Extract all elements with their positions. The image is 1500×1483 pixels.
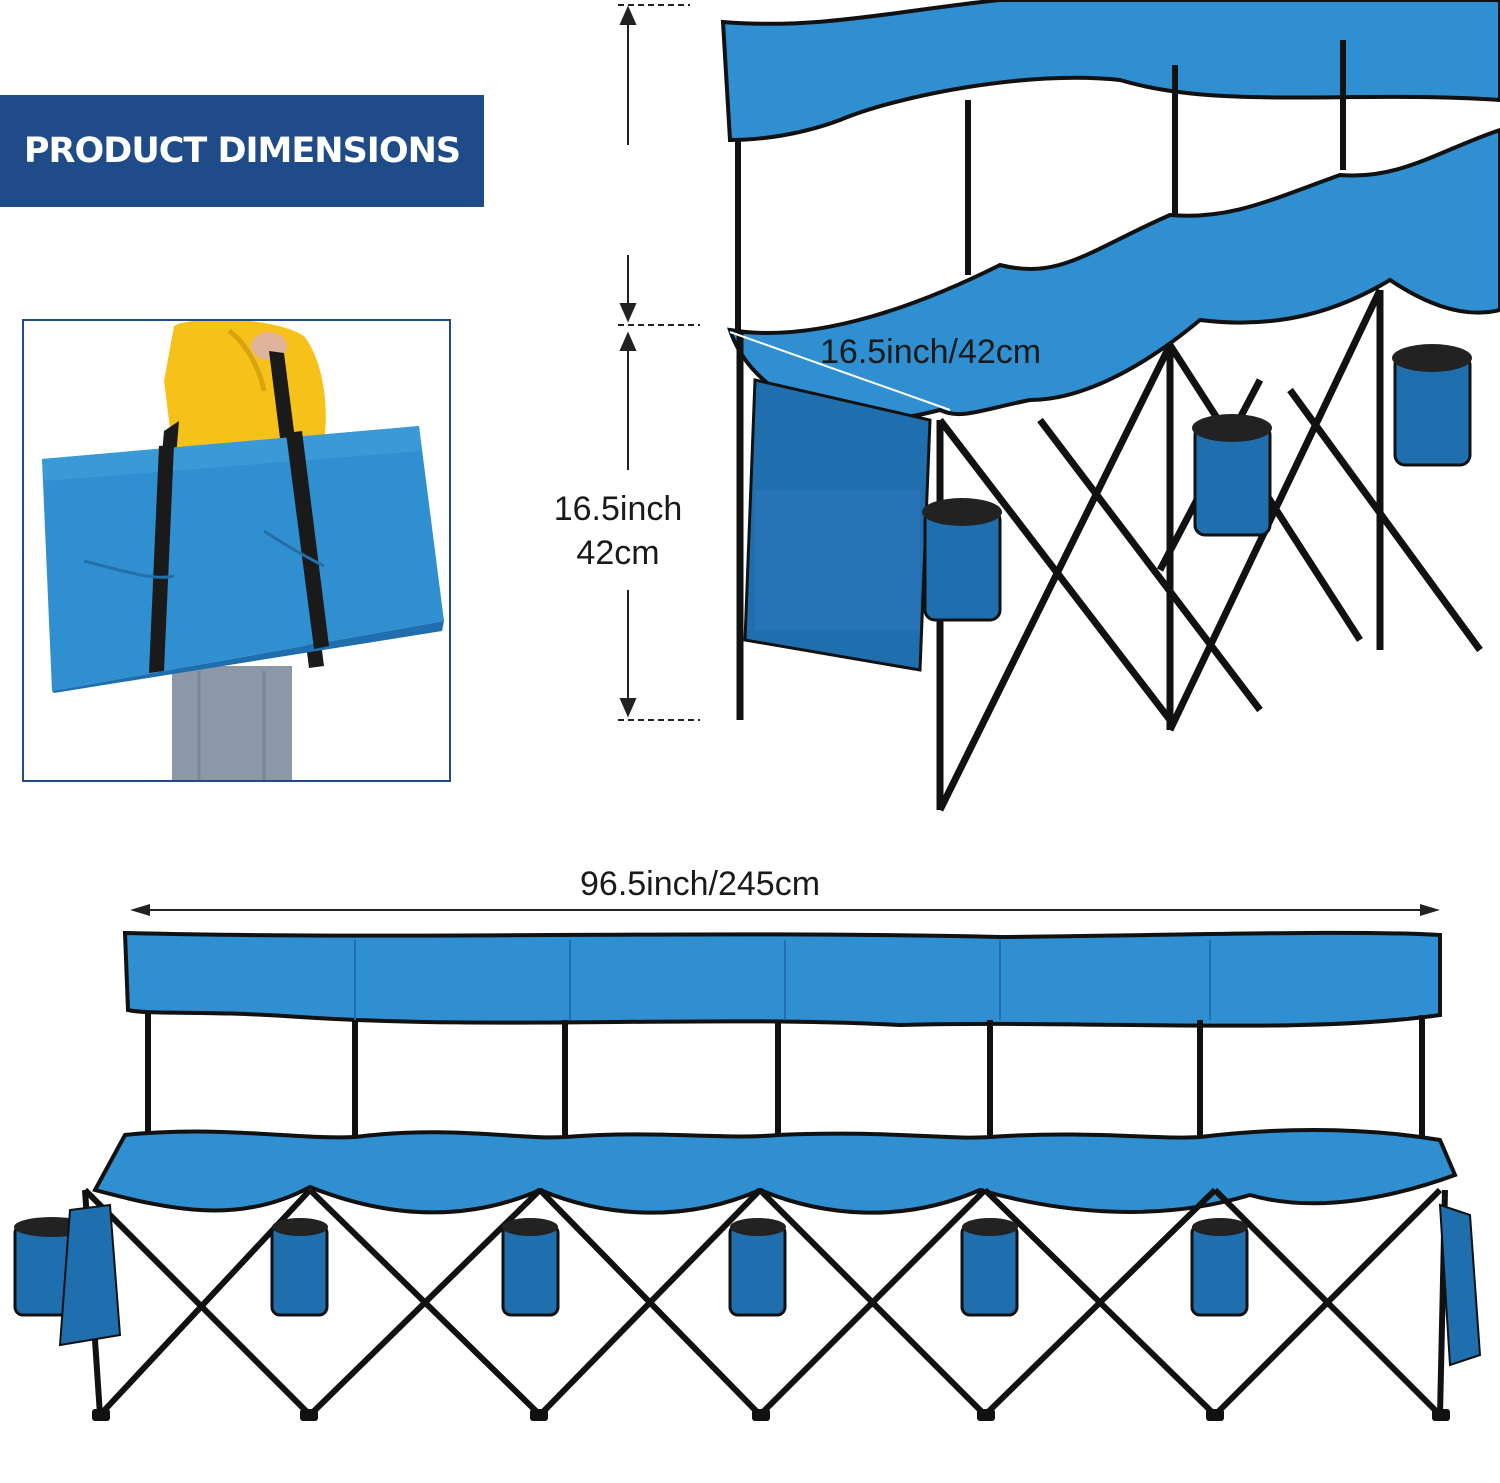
carry-bag-illustration (42, 321, 444, 780)
title-banner: PRODUCT DIMENSIONS (0, 95, 484, 207)
banner-title: PRODUCT DIMENSIONS (23, 131, 461, 171)
seat-depth-label: 16.5inch/42cm (820, 333, 1042, 371)
bench-side-view (720, 0, 1500, 812)
height-dimension-lines (618, 4, 700, 721)
seat-height-cm: 42cm (576, 534, 660, 572)
total-width-label: 96.5inch/245cm (580, 865, 821, 903)
seat-height-inch: 16.5inch (553, 490, 683, 528)
cup-holders (922, 344, 1472, 622)
bench-front-view (13, 930, 1482, 1421)
seat-height-label: 16.5inch 42cm (528, 487, 708, 575)
width-dimension-line (130, 904, 1440, 916)
carry-bag-photo (22, 319, 451, 782)
